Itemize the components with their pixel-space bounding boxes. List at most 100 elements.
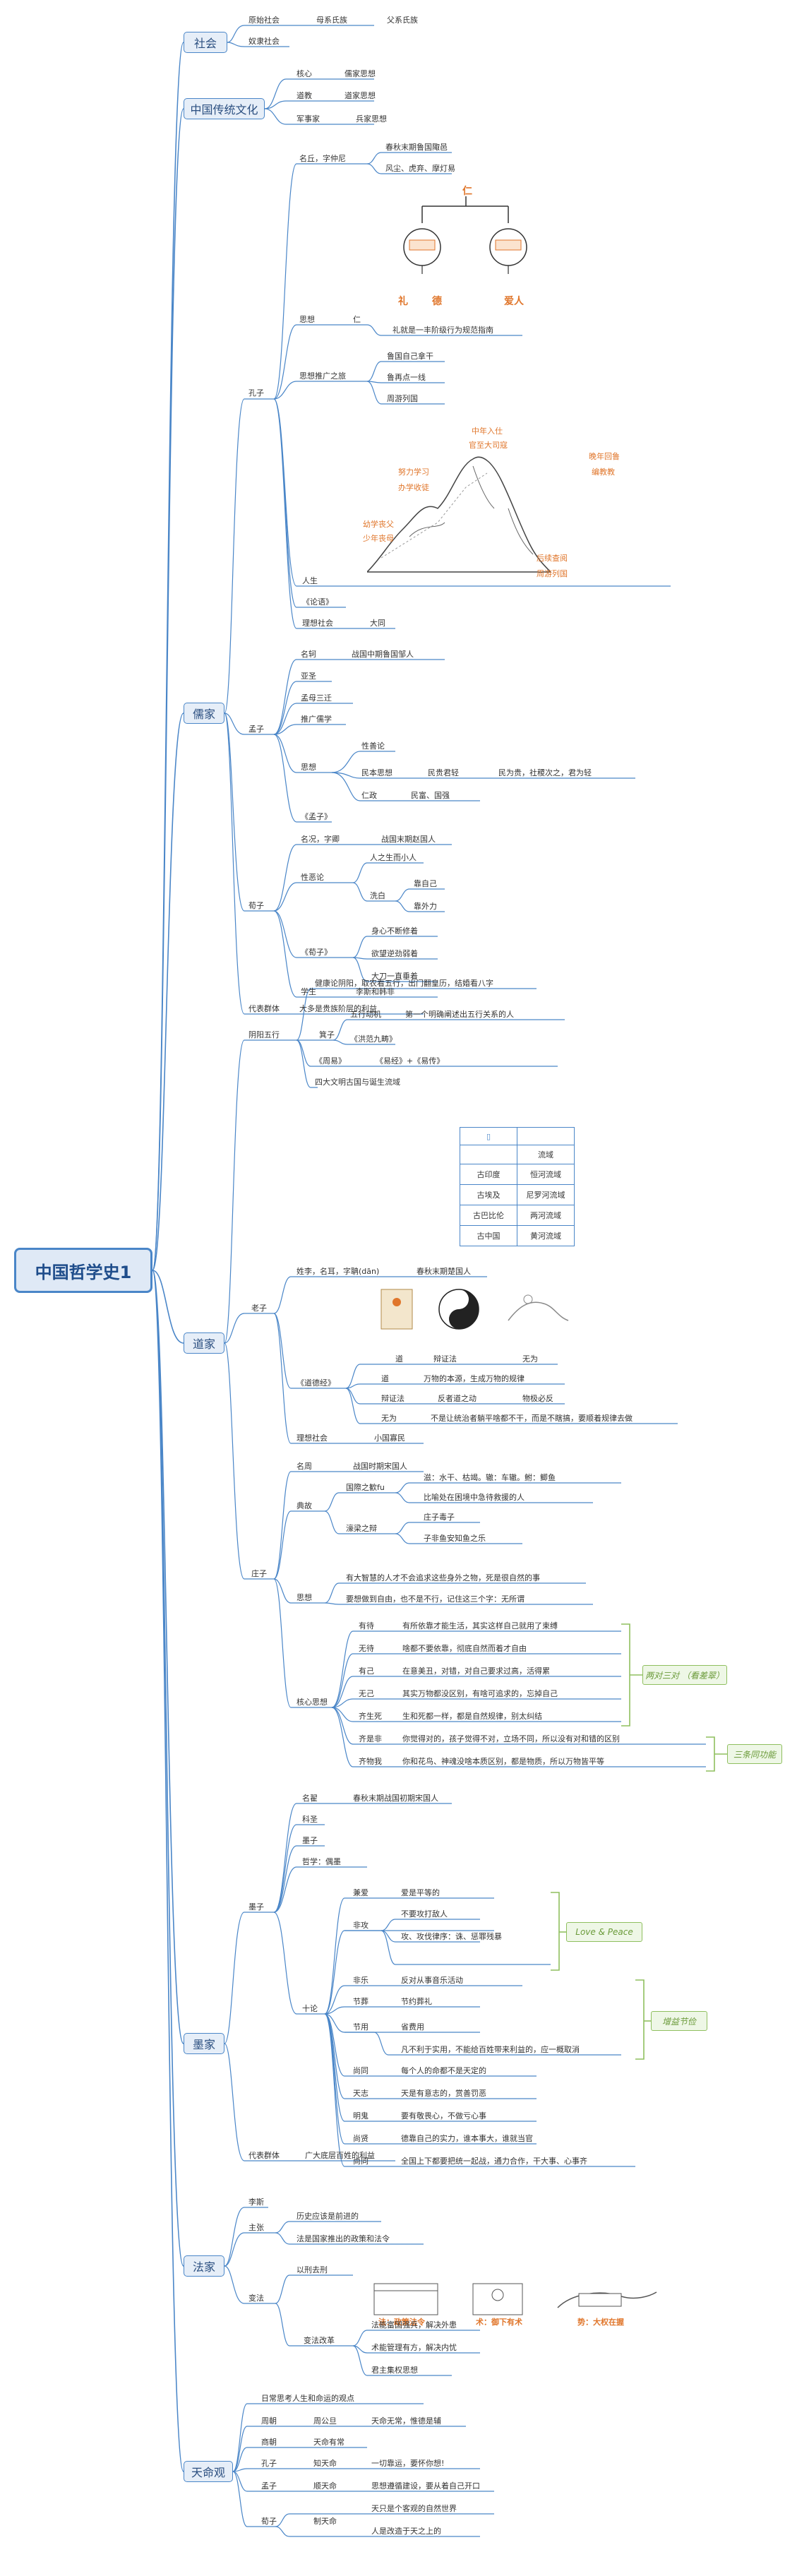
mozi-item-value: 不要攻打敌人 <box>401 1909 448 1919</box>
mozi-item-label: 节葬 <box>353 1997 368 2006</box>
life-9: 后续查阅 <box>537 554 568 563</box>
node-mencius-book: 《孟子》 <box>301 812 332 821</box>
node-travel: 思想推广之旅 <box>299 371 346 381</box>
node-life: 人生 <box>302 576 318 585</box>
tag-two-pairs: 两对三对 （看差翠） <box>642 1665 727 1685</box>
node-xuebai-a: 靠自己 <box>414 879 437 888</box>
node-bian-value2: 物极必反 <box>522 1394 553 1403</box>
node-xunzi-evil: 性恶论 <box>301 873 324 882</box>
node-minben: 民本思想 <box>361 768 392 777</box>
life-mountain-illustration <box>367 456 551 573</box>
node-shang: 商朝 <box>261 2438 277 2447</box>
node-reform2-a: 法能富国强兵，解决外患 <box>371 2320 457 2330</box>
core-item-value: 在意美丑，对错，对自己要求过高，活得累 <box>402 1666 550 1676</box>
core-item-value: 其实万物都没区别，有啥可追求的，忘掉自己 <box>402 1689 558 1698</box>
node-main: 主张 <box>248 2223 264 2232</box>
table-empty <box>460 1145 517 1164</box>
mozi-item-label: 尚贤 <box>353 2134 368 2143</box>
node-minben-value: 民贵君轻 <box>428 768 459 777</box>
node-yijing: 《易经》+《易传》 <box>376 1056 445 1066</box>
node-yinyang: 阴阳五行 <box>248 1030 280 1039</box>
core-item-label: 无己 <box>359 1689 374 1698</box>
node-students: 学生 <box>301 987 316 996</box>
node-zhuangzi-thought-b: 要想做到自由，也不是不行，记住这三个字：无所谓 <box>346 1594 525 1604</box>
node-main-b: 法是国家推出的政策和法令 <box>296 2234 390 2243</box>
node-matriarchal: 母系氏族 <box>316 16 347 25</box>
node-story-a: 国際之歓fu <box>346 1483 385 1492</box>
node-slave: 奴隶社会 <box>248 37 280 46</box>
branch-society[interactable]: 社会 <box>184 32 227 53</box>
node-primitive: 原始社会 <box>248 16 280 25</box>
mozi-item-value: 节约葬礼 <box>401 1997 432 2006</box>
node-rivers: 四大文明古国与诞生流域 <box>315 1078 400 1087</box>
table-head: 流域 <box>517 1145 575 1164</box>
core-item-label: 有待 <box>359 1621 374 1630</box>
node-shang-value: 天命有常 <box>313 2438 344 2447</box>
node-zhuangzi-thought-a: 有大智慧的人才不会追求这些身外之物，死是很自然的事 <box>346 1573 540 1582</box>
node-reform2-b: 术能管理有方，解决内忧 <box>371 2343 457 2352</box>
legalist-shu: 术：御下有术 <box>476 2318 522 2327</box>
node-religion: 道教 <box>296 91 312 100</box>
branch-confucian[interactable]: 儒家 <box>184 703 224 724</box>
node-religion-value: 道家思想 <box>344 91 376 100</box>
branch-heaven[interactable]: 天命观 <box>184 2461 233 2482</box>
node-lunyu: 《论语》 <box>302 597 333 607</box>
life-3: 努力学习 <box>398 467 429 477</box>
node-confucian-rep-value: 大多是贵族阶层的利益 <box>299 1004 377 1013</box>
node-kong-value: 知天命 <box>313 2459 337 2468</box>
node-mohist-rep-value: 广大底层百姓的利益 <box>305 2151 375 2160</box>
node-kong: 孔子 <box>261 2459 277 2468</box>
node-laozi: 老子 <box>251 1304 267 1313</box>
laozi-illustration <box>380 1289 569 1330</box>
root-node[interactable]: 中国哲学史1 <box>14 1248 152 1293</box>
life-8: 少年丧母 <box>363 534 394 543</box>
life-2: 官至大司寇 <box>469 441 508 450</box>
node-zhuangzi-name: 名周 <box>296 1462 312 1471</box>
node-xunzi-book-b: 欲望逆劲弱着 <box>371 949 418 958</box>
mozi-item-label: 非乐 <box>353 1976 368 1985</box>
node-wuwei-value: 不是让统治者躺平啥都不干，而是不瞎搞，要顺着规律去做 <box>431 1414 633 1423</box>
col-bian: 辩证法 <box>433 1354 457 1364</box>
de-label: 德 <box>432 296 442 307</box>
node-ideal: 理想社会 <box>302 619 333 628</box>
node-story-b-value2: 子非鱼安知鱼之乐 <box>424 1534 486 1543</box>
table-cell: 古印度 <box>460 1164 517 1185</box>
branch-daoist[interactable]: 道家 <box>184 1332 224 1354</box>
node-xunzi: 荀子 <box>248 901 264 910</box>
node-mencius-good: 性善论 <box>361 741 385 751</box>
node-confucius-alias: 风尘、虎弃、摩灯易 <box>385 164 455 173</box>
node-li-desc: 礼就是一丰阶级行为规范指南 <box>392 326 493 335</box>
node-mozi-book: 墨子 <box>302 1836 318 1845</box>
node-laozi-name: 姓李，名耳，字聃(dān) <box>296 1267 380 1276</box>
mozi-item-label: 尚同 <box>353 2066 368 2075</box>
node-mencius-thought: 思想 <box>301 763 316 772</box>
mozi-item-value: 爱是平等的 <box>401 1888 440 1897</box>
node-meng-value: 顺天命 <box>313 2481 337 2491</box>
node-xuebai-b: 靠外力 <box>414 902 437 911</box>
branch-legalist[interactable]: 法家 <box>184 2255 224 2277</box>
life-4: 办学收徒 <box>398 483 429 492</box>
table-cell: 古埃及 <box>460 1184 517 1205</box>
branch-mohist[interactable]: 墨家 <box>184 2033 224 2054</box>
node-xun: 荀子 <box>261 2517 277 2526</box>
branch-traditional[interactable]: 中国传统文化 <box>184 98 265 119</box>
node-reform2-c: 君主集权思想 <box>371 2366 418 2375</box>
node-minben-value2: 民为贵，社稷次之，君为轻 <box>498 768 592 777</box>
node-zhuangzi-thought: 思想 <box>296 1593 312 1602</box>
node-mencius: 孟子 <box>248 724 264 734</box>
node-confucius-thought: 思想 <box>299 315 315 324</box>
node-mozi-philo: 哲学：偶墨 <box>302 1857 341 1866</box>
node-ji: 箕子 <box>319 1030 335 1039</box>
table-cell: 古中国 <box>460 1225 517 1246</box>
node-bian-value: 反者道之动 <box>438 1394 477 1403</box>
table-corner-b <box>517 1127 575 1145</box>
mozi-item-value: 天是有意志的，赏善罚恶 <box>401 2089 486 2098</box>
node-xun-value3: 人是改造于天之上的 <box>371 2527 441 2536</box>
node-zhou-value2: 天命无常，惟德是辅 <box>371 2416 441 2426</box>
node-xunzi-book-c: 大刀一直垂着 <box>371 972 418 981</box>
node-dao-value: 万物的本源，生成万物的规律 <box>424 1374 525 1383</box>
mozi-item-label: 兼爱 <box>353 1888 368 1897</box>
mozi-item-value: 反对从事音乐活动 <box>401 1976 463 1985</box>
node-reform2: 变法改革 <box>304 2336 335 2345</box>
